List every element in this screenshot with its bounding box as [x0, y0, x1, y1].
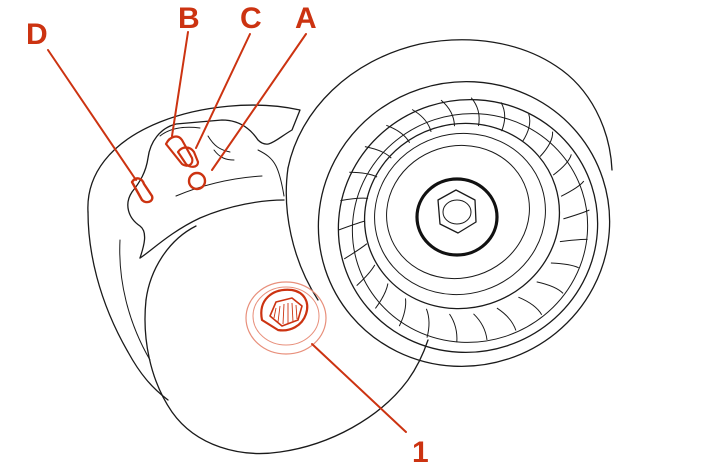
pulley-rib — [374, 283, 389, 309]
pulley-rib — [340, 197, 369, 202]
pulley-rib — [500, 102, 506, 132]
pulley-rib — [550, 262, 579, 269]
pulley-ribs — [338, 97, 590, 343]
mark-b — [164, 135, 194, 167]
leader-lines — [47, 31, 407, 433]
pulley-rib — [470, 97, 480, 127]
pulley-rib — [518, 296, 543, 315]
callout-c: C — [240, 2, 262, 35]
pulley-rib — [473, 313, 488, 340]
leader-a — [211, 33, 307, 171]
pulley-rib — [356, 264, 376, 286]
pulley-rib — [349, 171, 378, 178]
pulley-rib — [440, 99, 455, 127]
pulley-rib — [386, 124, 411, 144]
pulley-rib — [496, 307, 517, 331]
leader-b — [171, 31, 189, 137]
mark-a — [187, 171, 207, 191]
pulley-rib — [449, 313, 458, 343]
callout-a: A — [295, 2, 317, 35]
pulley-rib — [563, 209, 590, 220]
pulley-rib — [522, 113, 531, 142]
indicator-marks — [130, 135, 207, 204]
hex-bolt-head-icon — [415, 177, 499, 257]
pulley-rib — [536, 281, 564, 294]
mark-c — [176, 146, 200, 168]
callout-b: B — [178, 2, 200, 35]
pulley-rib — [559, 238, 588, 243]
pulley-rib — [425, 308, 430, 338]
pulley-rib — [398, 298, 407, 327]
leader-1 — [311, 343, 407, 433]
callout-1: 1 — [412, 436, 429, 469]
leader-c — [195, 33, 251, 149]
callout-d: D — [26, 18, 48, 51]
pulley-rib — [560, 180, 585, 197]
hex-bolt-socket-icon — [245, 281, 327, 355]
pulley-wheel — [285, 39, 613, 368]
pulley-rib — [343, 243, 368, 260]
tensioner-body — [87, 104, 429, 455]
leader-d — [47, 49, 137, 181]
mark-d — [130, 177, 154, 204]
pulley-rib — [539, 131, 554, 157]
pulley-rib — [552, 154, 572, 176]
pulley-rib — [364, 146, 392, 159]
pulley-rib — [338, 220, 365, 231]
callout-labels: D B C A 1 — [26, 2, 429, 469]
pulley-rib — [411, 109, 432, 133]
